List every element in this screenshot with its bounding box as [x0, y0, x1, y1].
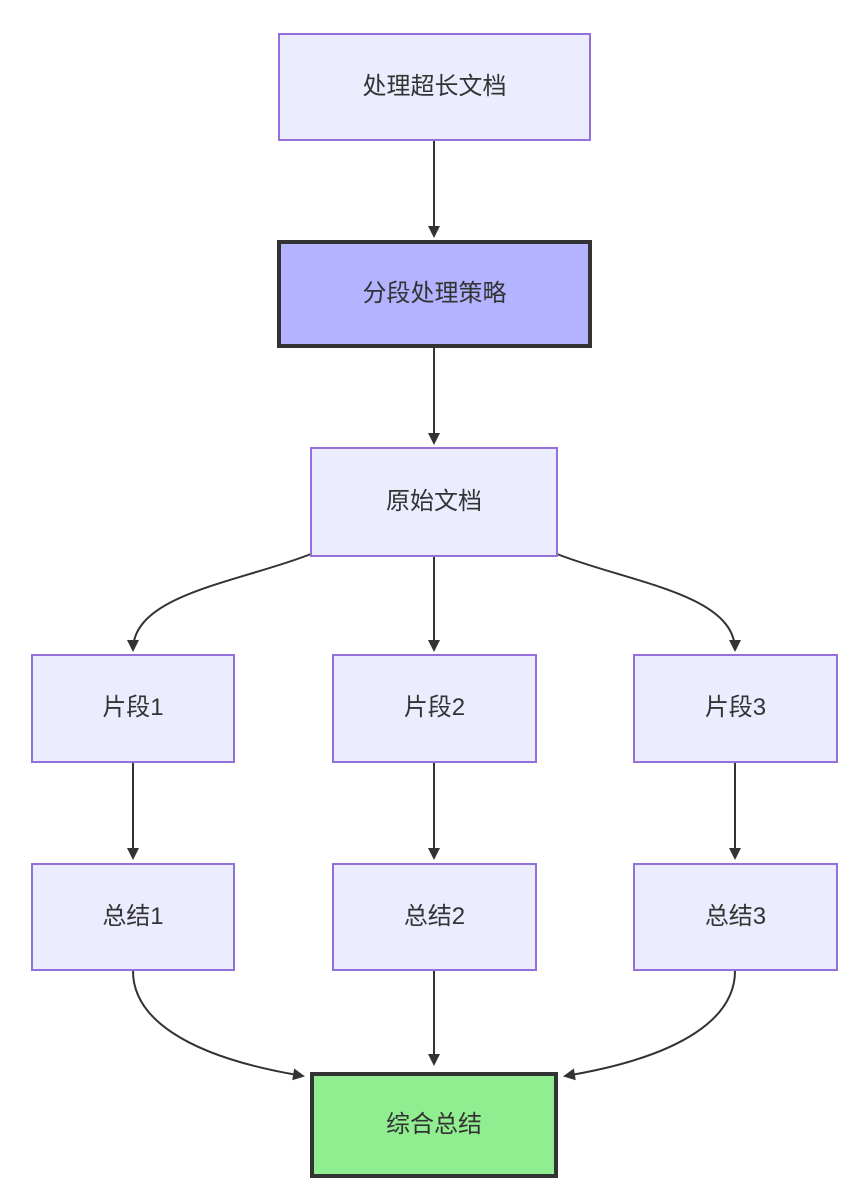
edge-original-to-fragment1 [127, 553, 312, 652]
node-fragment-1-label: 片段1 [102, 694, 164, 722]
node-final-summary-label: 综合总结 [386, 1110, 482, 1138]
node-summary-3-label: 总结3 [704, 902, 767, 930]
node-original-document: 原始文档 [310, 447, 558, 557]
node-fragment-1: 片段1 [31, 654, 235, 763]
node-summary-2-label: 总结2 [403, 902, 466, 930]
edge-summary1-to-final [132, 970, 305, 1081]
node-fragment-2: 片段2 [332, 654, 537, 763]
node-segmented-processing-strategy-label: 分段处理策略 [362, 279, 507, 307]
node-fragment-3-label: 片段3 [704, 694, 767, 722]
node-process-long-document-label: 处理超长文档 [362, 72, 507, 100]
node-original-document-label: 原始文档 [386, 487, 482, 515]
edge-original-to-fragment3 [556, 553, 741, 652]
node-fragment-3: 片段3 [633, 654, 838, 763]
node-summary-2: 总结2 [332, 863, 537, 971]
node-summary-1: 总结1 [31, 863, 235, 971]
node-process-long-document: 处理超长文档 [278, 33, 591, 141]
node-fragment-2-label: 片段2 [403, 694, 466, 722]
node-summary-1-label: 总结1 [102, 902, 164, 930]
node-final-summary: 综合总结 [310, 1072, 558, 1178]
node-segmented-processing-strategy: 分段处理策略 [277, 240, 592, 348]
edge-summary3-to-final [563, 970, 736, 1081]
node-summary-3: 总结3 [633, 863, 838, 971]
